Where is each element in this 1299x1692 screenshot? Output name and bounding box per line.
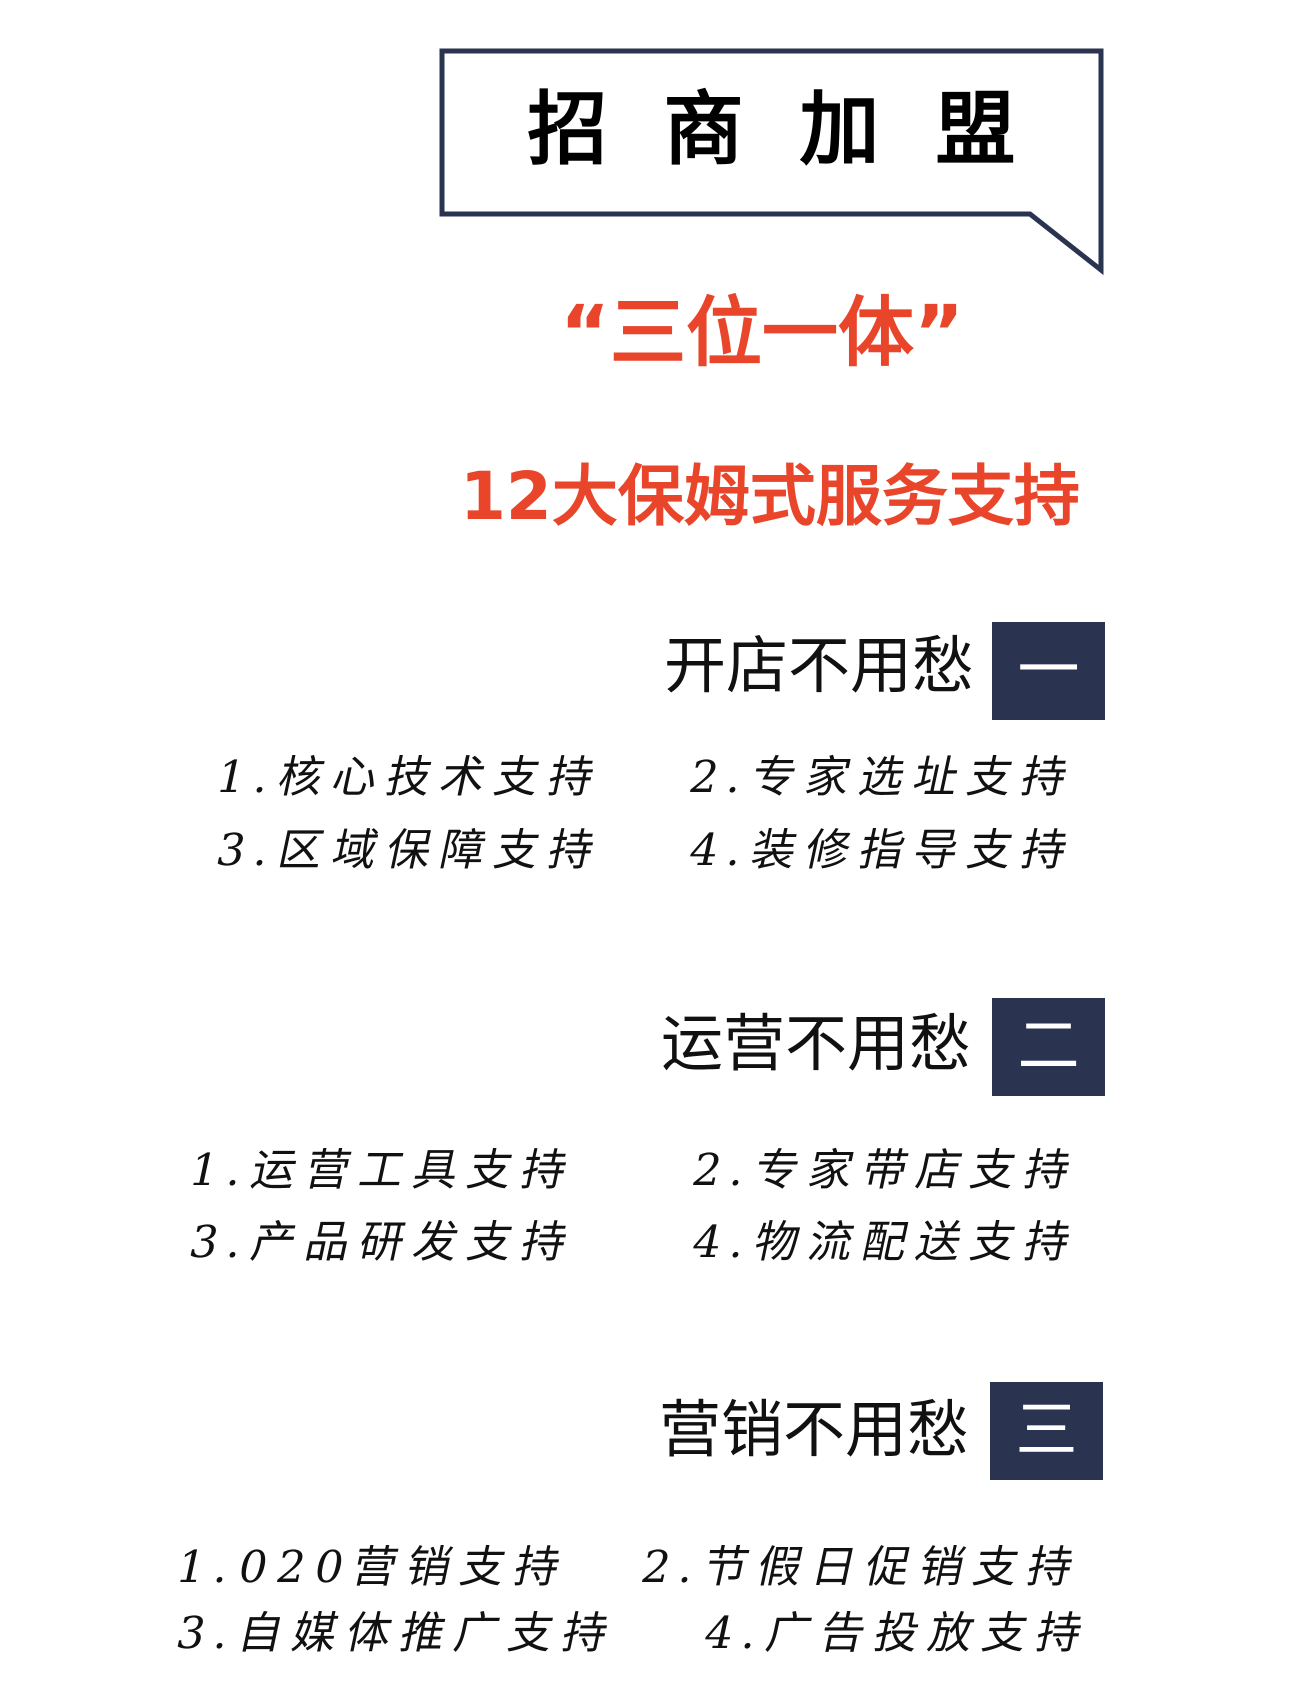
list-item: 1.020营销支持: [171, 1542, 575, 1593]
list-item: 4.广告投放支持: [699, 1608, 1097, 1659]
subtitle: 12大保姆式服务支持: [460, 458, 1080, 535]
list-item: 1.核心技术支持: [211, 752, 609, 803]
section-heading-2: 运营不用愁: [660, 1007, 971, 1080]
list-item: 2.节假日促销支持: [636, 1542, 1088, 1593]
section-heading-3: 营销不用愁: [658, 1393, 969, 1466]
list-item: 3.产品研发支持: [184, 1217, 582, 1268]
list-item: 4.物流配送支持: [687, 1217, 1085, 1268]
list-item: 4.装修指导支持: [684, 825, 1082, 876]
section-number-badge-1: 一: [992, 622, 1105, 720]
section-heading-1: 开店不用愁: [663, 629, 974, 702]
list-item: 3.区域保障支持: [211, 825, 609, 876]
slogan: “三位一体”: [560, 288, 964, 377]
page-title: 招商加盟: [527, 83, 1072, 176]
speech-bubble-frame: [439, 48, 1104, 276]
list-item: 2.专家带店支持: [687, 1145, 1085, 1196]
section-number-badge-2: 二: [992, 998, 1105, 1096]
list-item: 3.自媒体推广支持: [171, 1608, 623, 1659]
list-item: 1.运营工具支持: [184, 1145, 582, 1196]
section-number-badge-3: 三: [990, 1382, 1103, 1480]
list-item: 2.专家选址支持: [684, 752, 1082, 803]
